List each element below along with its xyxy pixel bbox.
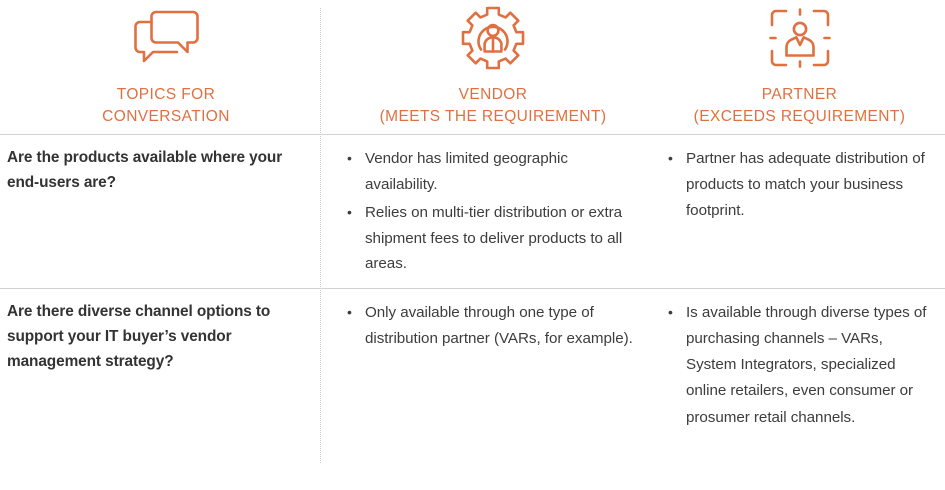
- list-item: Only available through one type of distr…: [344, 300, 636, 352]
- speech-bubbles-icon: [130, 0, 202, 76]
- list-item: Relies on multi-tier distribution or ext…: [344, 200, 636, 278]
- comparison-table-sheet: TOPICS FOR CONVERSATION: [0, 0, 945, 477]
- table-header: TOPICS FOR CONVERSATION: [0, 0, 945, 135]
- question-cell: Are there diverse channel options to sup…: [0, 289, 332, 490]
- header-title-vendor: VENDOR (MEETS THE REQUIREMENT): [380, 84, 607, 128]
- list-item: Partner has adequate distribution of pro…: [665, 146, 931, 224]
- list-item: Vendor has limited geographic availabili…: [344, 146, 636, 198]
- vendor-cell: Only available through one type of distr…: [332, 289, 654, 490]
- header-cell-partner: PARTNER (EXCEEDS REQUIREMENT): [654, 0, 945, 135]
- table-row: Are the products available where your en…: [0, 135, 945, 289]
- table-body: Are the products available where your en…: [0, 135, 945, 490]
- header-row: TOPICS FOR CONVERSATION: [0, 0, 945, 135]
- partner-cell: Partner has adequate distribution of pro…: [654, 135, 945, 289]
- question-cell: Are the products available where your en…: [0, 135, 332, 289]
- partner-cell: Is available through diverse types of pu…: [654, 289, 945, 490]
- header-cell-vendor: VENDOR (MEETS THE REQUIREMENT): [332, 0, 654, 135]
- list-item: Is available through diverse types of pu…: [665, 300, 931, 431]
- vendor-bullet-list: Only available through one type of distr…: [344, 300, 636, 352]
- header-cell-topics: TOPICS FOR CONVERSATION: [0, 0, 332, 135]
- vendor-bullet-list: Vendor has limited geographic availabili…: [344, 146, 636, 277]
- header-title-partner: PARTNER (EXCEEDS REQUIREMENT): [694, 84, 906, 128]
- gear-person-icon: [459, 0, 527, 76]
- partner-bullet-list: Is available through diverse types of pu…: [665, 300, 931, 431]
- person-focus-frame-icon: [766, 0, 834, 76]
- question-text: Are the products available where your en…: [7, 146, 310, 196]
- question-text: Are there diverse channel options to sup…: [7, 300, 310, 375]
- vendor-cell: Vendor has limited geographic availabili…: [332, 135, 654, 289]
- table-row: Are there diverse channel options to sup…: [0, 289, 945, 490]
- header-title-topics: TOPICS FOR CONVERSATION: [102, 84, 230, 128]
- partner-bullet-list: Partner has adequate distribution of pro…: [665, 146, 931, 224]
